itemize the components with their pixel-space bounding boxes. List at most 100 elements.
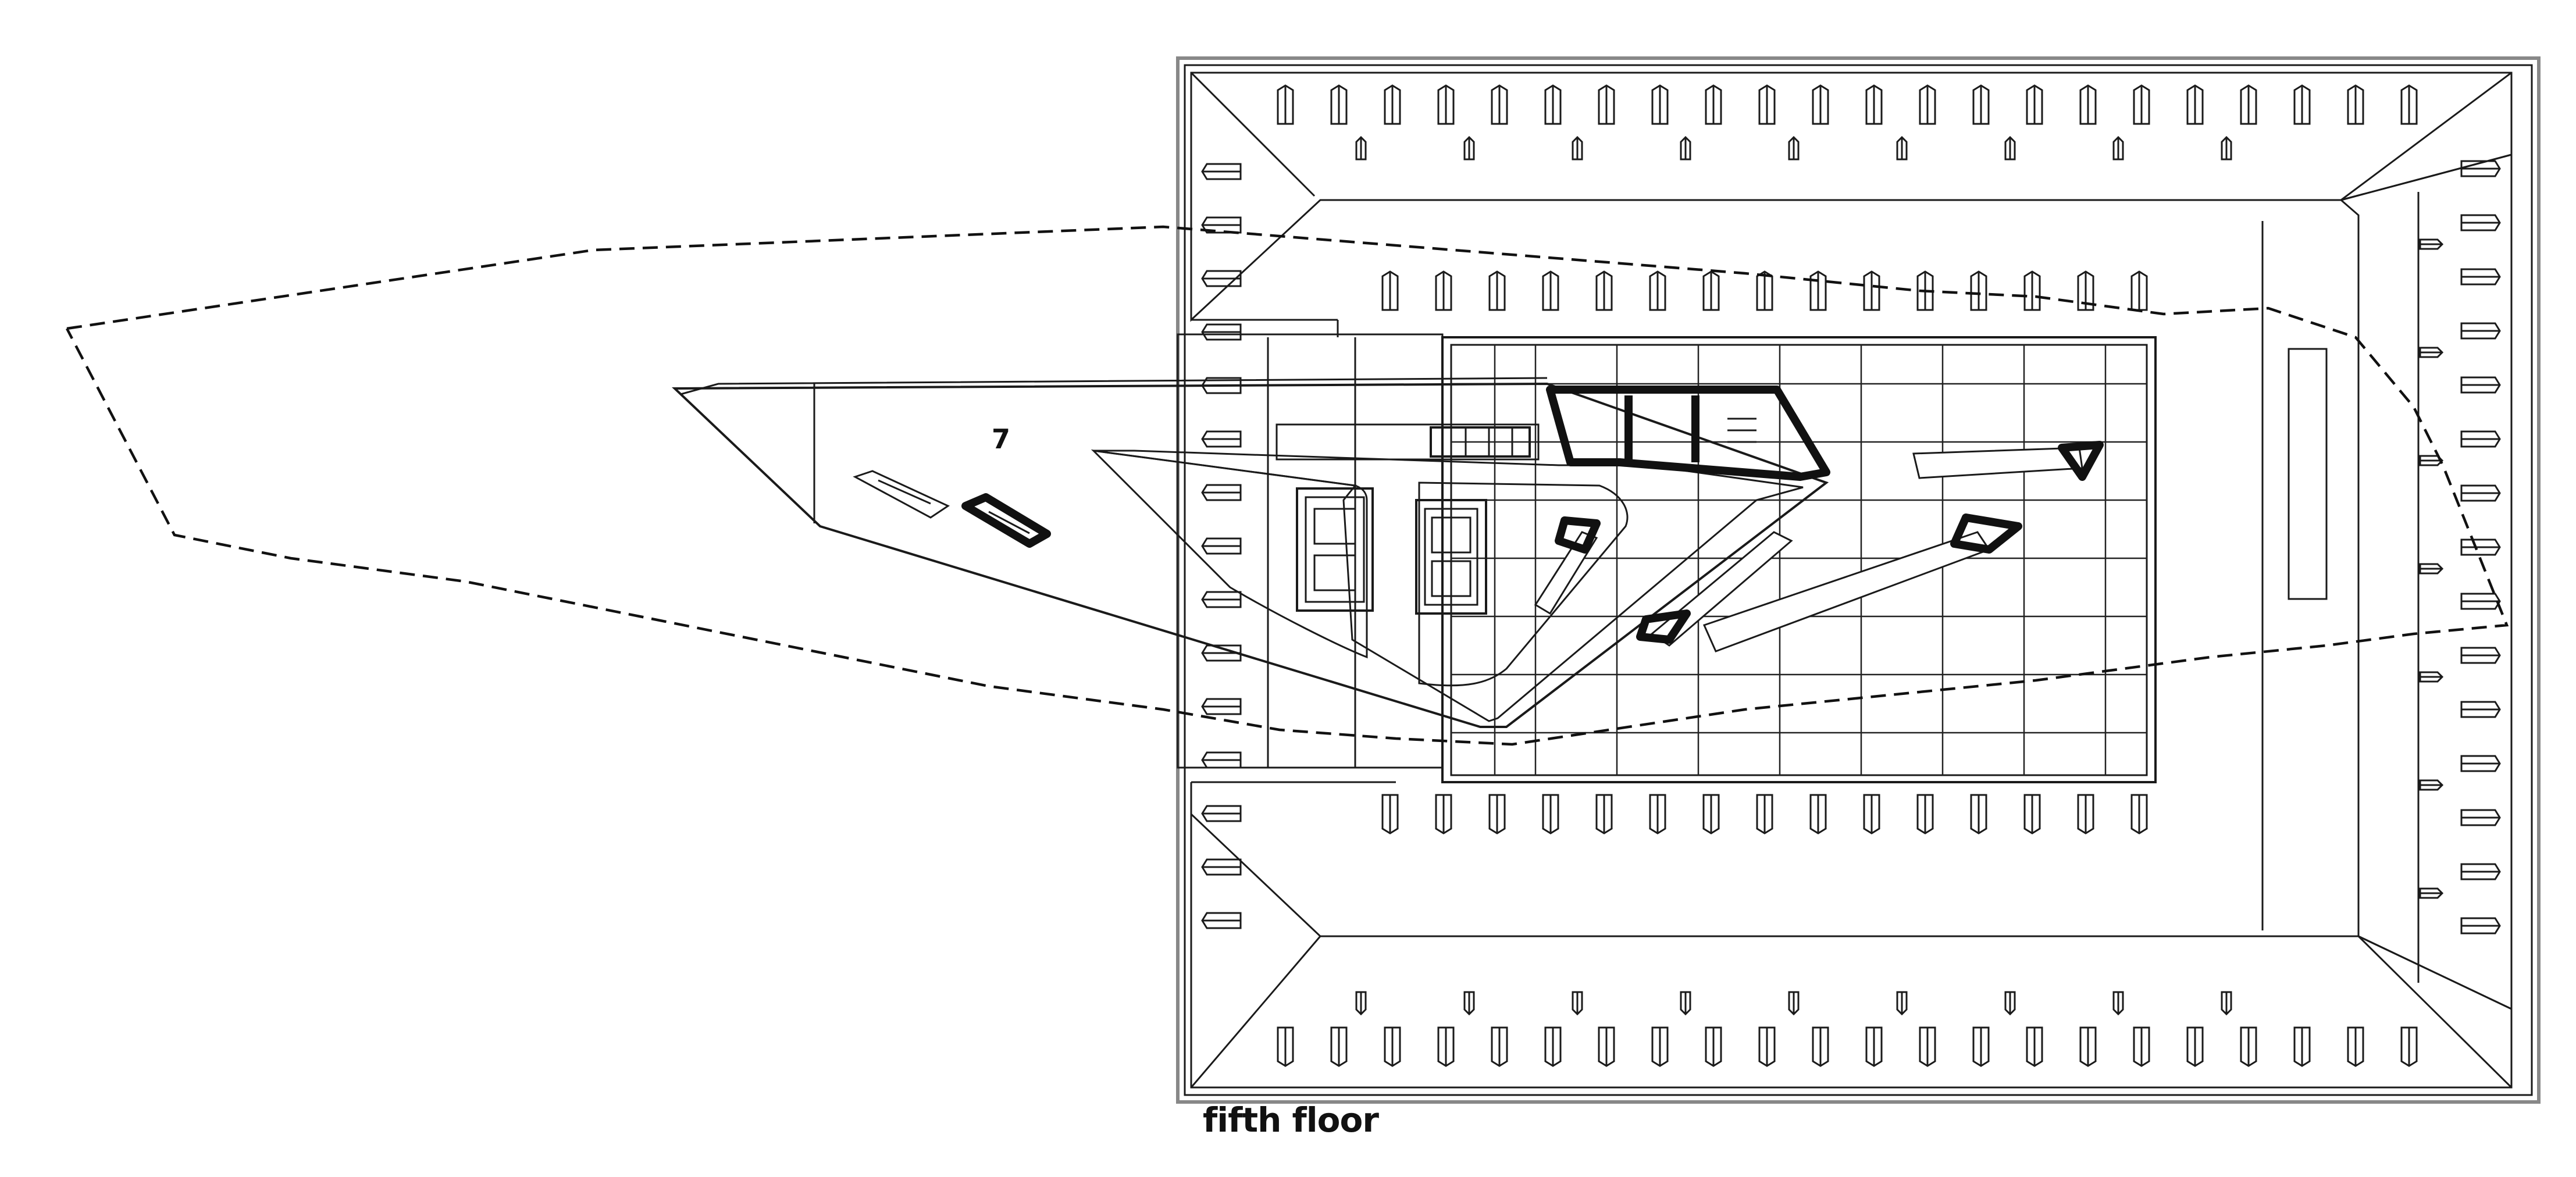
skylight-marker <box>1491 1026 1508 1067</box>
skylight-marker <box>2079 84 2097 125</box>
skylight-marker <box>1651 84 1669 125</box>
skylight-marker <box>2460 376 2501 394</box>
skylight-marker <box>2460 538 2501 556</box>
skylight-marker <box>1384 1026 1401 1067</box>
skylight-marker <box>1201 377 1242 394</box>
skylight-marker <box>1544 1026 1562 1067</box>
skylight-marker <box>2004 991 2016 1016</box>
skylight-marker <box>1201 858 1242 876</box>
skylight-marker <box>1972 1026 1990 1067</box>
skylight-row-top-atrium <box>1381 270 2148 311</box>
skylight-marker <box>2293 84 2311 125</box>
skylight-marker <box>1651 1026 1669 1067</box>
skylight-marker <box>1542 270 1559 311</box>
skylight-marker <box>2026 1026 2043 1067</box>
stair-west-2 <box>961 493 1051 548</box>
skylight-marker <box>2460 701 2501 718</box>
skylight-marker <box>2400 1026 2418 1067</box>
skylight-marker <box>1809 794 1827 834</box>
skylight-marker <box>1381 794 1399 834</box>
skylight-marker <box>2130 270 2148 311</box>
skylight-row-bottom-inner <box>1355 991 2232 1016</box>
skylight-marker <box>2460 647 2501 664</box>
skylight-marker <box>1916 270 1934 311</box>
skylight-marker <box>1491 84 1508 125</box>
skylight-marker <box>1896 135 1908 160</box>
skylight-marker <box>1896 991 1908 1016</box>
skylight-marker <box>2112 135 2124 160</box>
skylight-marker <box>2460 268 2501 286</box>
skylight-marker <box>1919 1026 1936 1067</box>
skylight-marker <box>1649 270 1666 311</box>
skylight-marker <box>1201 323 1242 341</box>
skylight-marker <box>1595 270 1613 311</box>
skylight-marker <box>1598 84 1615 125</box>
skylight-marker <box>2221 135 2232 160</box>
skylight-marker <box>1680 991 1691 1016</box>
skylight-marker <box>2347 1026 2364 1067</box>
skylight-marker <box>1972 84 1990 125</box>
core-void <box>1091 449 1629 687</box>
skylight-marker <box>2293 1026 2311 1067</box>
skylight-marker <box>1201 163 1242 180</box>
skylight-marker <box>2419 238 2444 250</box>
skylight-marker <box>2240 1026 2257 1067</box>
skylight-marker <box>1277 84 1294 125</box>
skylight-marker <box>1488 794 1506 834</box>
skylight-marker <box>2221 991 2232 1016</box>
skylight-marker <box>1595 794 1613 834</box>
floor-title: fifth floor <box>1203 1100 1379 1140</box>
skylight-marker <box>1488 270 1506 311</box>
skylight-marker <box>2186 1026 2204 1067</box>
room-number-label: 7 <box>992 423 1011 455</box>
skylight-marker <box>1788 991 1800 1016</box>
skylight-marker <box>2347 84 2364 125</box>
skylight-marker <box>1435 794 1452 834</box>
skylight-marker <box>2026 84 2043 125</box>
skylight-marker <box>1330 1026 1348 1067</box>
skylight-marker <box>2023 270 2041 311</box>
skylight-marker <box>1702 794 1720 834</box>
skylight-marker <box>1919 84 1936 125</box>
east-roof-wing <box>2261 154 2513 1011</box>
skylight-marker <box>1863 794 1880 834</box>
skylight-marker <box>2419 671 2444 683</box>
skylight-marker <box>1865 84 1883 125</box>
skylight-row-top <box>1277 84 2418 125</box>
skylight-marker <box>2023 794 2041 834</box>
skylight-marker <box>2460 755 2501 772</box>
skylight-marker <box>2400 84 2418 125</box>
skylight-marker <box>2460 430 2501 448</box>
skylight-marker <box>2112 991 2124 1016</box>
skylight-marker <box>1758 84 1776 125</box>
skylight-marker <box>2004 135 2016 160</box>
elevator-core-west <box>1296 487 1374 612</box>
skylight-marker <box>1384 84 1401 125</box>
skylight-marker <box>1381 270 1399 311</box>
skylight-marker <box>1756 794 1773 834</box>
skylight-marker <box>1705 84 1722 125</box>
skylight-marker <box>1649 794 1666 834</box>
skylight-marker <box>1355 135 1367 160</box>
skylight-marker <box>2133 84 2150 125</box>
skylight-marker <box>1865 1026 1883 1067</box>
skylight-marker <box>1812 1026 1829 1067</box>
skylight-marker <box>2079 1026 2097 1067</box>
skylight-marker <box>2460 322 2501 340</box>
skylight-marker <box>1201 270 1242 287</box>
skylight-marker <box>1572 991 1583 1016</box>
atrium-piers <box>1534 441 2104 652</box>
stair-west-1 <box>853 470 950 519</box>
skylight-marker <box>1201 805 1242 822</box>
skylight-marker <box>2419 563 2444 575</box>
skylight-marker <box>1201 644 1242 662</box>
skylight-column-east-inner <box>2419 238 2444 899</box>
skylight-marker <box>1863 270 1880 311</box>
skylight-marker <box>1355 991 1367 1016</box>
atrium-grid <box>1441 336 2157 783</box>
skylight-marker <box>2460 484 2501 502</box>
skylight-marker <box>1463 991 1475 1016</box>
elevator-core-east <box>1415 499 1487 615</box>
skylight-marker <box>1758 1026 1776 1067</box>
